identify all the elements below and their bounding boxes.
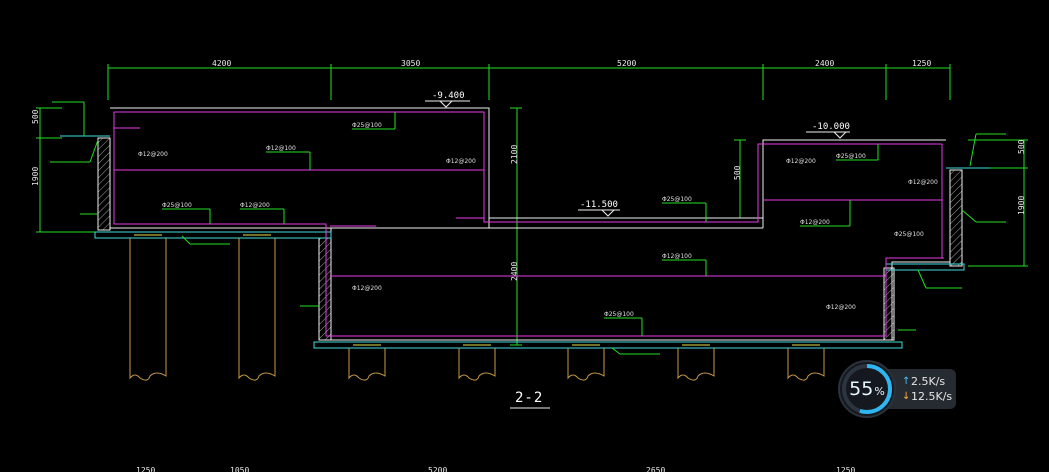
rebar-label-2: Φ12@200 (138, 151, 168, 158)
dim-bottom-3: 5200 (428, 466, 447, 472)
rebar-label-13: Φ12@100 (662, 253, 692, 260)
dim-mid-3: 2400 (510, 262, 519, 281)
dim-right-1: 500 (1017, 139, 1026, 154)
dim-top-3: 5200 (617, 59, 636, 68)
rebar-label-3: Φ12@100 (266, 145, 296, 152)
left-wall-hatch (97, 137, 111, 231)
pile-4 (458, 348, 496, 381)
middle-dimension-lines: 2100 2400 500 (510, 107, 746, 346)
dim-bottom-4: 2650 (646, 466, 665, 472)
download-rate: 12.5K/s (911, 390, 953, 403)
upload-arrow-icon: ↑ (902, 376, 911, 387)
download-rate-row: ↓ 12.5K/s (902, 389, 956, 404)
dim-left-2: 1900 (31, 167, 40, 186)
rebar-lines (113, 111, 944, 337)
right-wall-hatch (949, 169, 963, 267)
section-title: 2-2 (515, 390, 543, 406)
dim-bottom-2: 1050 (230, 466, 249, 472)
bottom-cushion (313, 341, 903, 349)
elevation-1: -9.400 (432, 91, 465, 101)
pile-1 (129, 238, 167, 381)
download-arrow-icon: ↓ (902, 391, 911, 402)
middle-wall-hatch (318, 237, 332, 341)
pile-3 (348, 348, 386, 381)
upload-rate: 2.5K/s (911, 375, 946, 388)
dim-top-2: 3050 (401, 59, 420, 68)
rebar-label-12: Φ25@100 (894, 231, 924, 238)
dim-top-1: 4200 (212, 59, 231, 68)
rebar-label-16: Φ25@100 (604, 311, 634, 318)
usage-percent: 55% (840, 362, 894, 416)
rebar-label-15: Φ12@200 (826, 304, 856, 311)
rebar-label-14: Φ12@200 (352, 285, 382, 292)
rebar-label-9: Φ25@100 (836, 153, 866, 160)
dim-right-2: 1900 (1017, 196, 1026, 215)
elevation-markers: -9.400 -10.000 -11.500 (425, 91, 850, 217)
usage-percent-value: 55 (849, 378, 874, 400)
dim-bottom-1: 1250 (136, 466, 155, 472)
rebar-label-11: Φ12@200 (800, 219, 830, 226)
structure-outline (60, 107, 990, 349)
rebar-label-6: Φ12@200 (240, 202, 270, 209)
pile-7 (787, 348, 825, 381)
rebar-label-10: Φ12@200 (908, 179, 938, 186)
left-dimension-chain: 500 1900 (31, 107, 95, 233)
dim-left-1: 500 (31, 109, 40, 124)
bottom-dimension-numbers: 1250 1050 5200 2650 1250 (136, 466, 855, 472)
upload-rate-row: ↑ 2.5K/s (902, 374, 956, 389)
dim-mid-2: 500 (733, 165, 742, 180)
pile-5 (567, 348, 605, 381)
dim-mid-1: 2100 (510, 145, 519, 164)
rebar-annotations: Φ25@100 Φ12@200 Φ12@100 Φ12@200 Φ25@100 … (50, 101, 1006, 355)
right-inner-wall-hatch (883, 267, 895, 341)
network-speed-widget[interactable]: 55% ↑ 2.5K/s ↓ 12.5K/s (838, 360, 958, 418)
usage-percent-unit: % (874, 384, 885, 398)
elevation-3: -11.500 (580, 200, 618, 210)
pile-6 (677, 348, 715, 381)
pile-2 (238, 238, 276, 381)
left-cushion (94, 231, 332, 239)
dim-bottom-5: 1250 (836, 466, 855, 472)
rebar-label-5: Φ25@100 (162, 202, 192, 209)
right-dimension-chain: 500 1900 (968, 139, 1028, 267)
network-usage-gauge[interactable]: 55% (838, 360, 896, 418)
dim-top-4: 2400 (815, 59, 834, 68)
dim-top-5: 1250 (912, 59, 931, 68)
rebar-label-1: Φ25@100 (352, 122, 382, 129)
network-rates-panel: ↑ 2.5K/s ↓ 12.5K/s (888, 369, 956, 409)
elevation-2: -10.000 (812, 122, 850, 132)
rebar-label-8: Φ12@200 (786, 158, 816, 165)
rebar-label-4: Φ12@200 (446, 158, 476, 165)
rebar-label-7: Φ25@100 (662, 196, 692, 203)
gauge-ring (842, 364, 892, 414)
top-dimension-chain: 4200 3050 5200 2400 1250 (107, 59, 951, 100)
piles (129, 234, 825, 381)
